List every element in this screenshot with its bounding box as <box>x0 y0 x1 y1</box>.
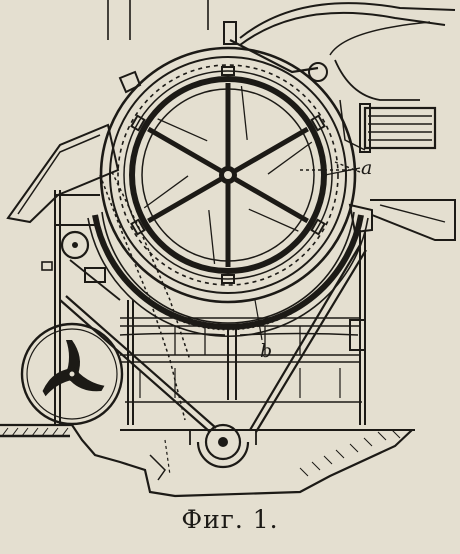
leader-a <box>324 167 361 176</box>
leader-b <box>254 299 263 341</box>
figure-caption: Фиг. 1. <box>181 505 279 534</box>
diagonal-braces <box>59 244 367 433</box>
wheel-brace <box>157 118 208 142</box>
cutter-wheel <box>123 66 333 284</box>
drum <box>99 46 357 304</box>
roller-unit <box>339 99 437 153</box>
wheel-brace <box>248 208 299 232</box>
wheel-brace <box>267 141 313 175</box>
fan <box>20 322 124 426</box>
wheel-blade-bracket <box>130 114 146 132</box>
bottom-pulley <box>149 423 257 481</box>
left-pulley <box>41 230 90 271</box>
top-cover <box>107 0 456 101</box>
wheel-blade-bracket <box>130 218 146 236</box>
wheel-spoke <box>147 172 230 224</box>
wheel-blade-bracket <box>310 114 326 132</box>
wheel-blade-bracket <box>310 218 326 236</box>
wheel-brace <box>143 175 189 209</box>
wheel-blade-bracket <box>221 66 235 76</box>
concave-sieve <box>87 203 373 337</box>
wheel-spoke <box>226 172 309 224</box>
wheel-brace <box>208 210 216 265</box>
ground-floor <box>0 423 415 498</box>
wheel-brace <box>240 85 248 140</box>
wheel-spoke <box>147 126 230 178</box>
label-b: b <box>260 340 273 362</box>
fan-blade <box>66 340 80 374</box>
wheel-spokes <box>130 66 326 284</box>
label-a: a <box>361 157 373 179</box>
wheel-spoke <box>226 126 309 178</box>
wheel-blade-bracket <box>221 274 235 284</box>
